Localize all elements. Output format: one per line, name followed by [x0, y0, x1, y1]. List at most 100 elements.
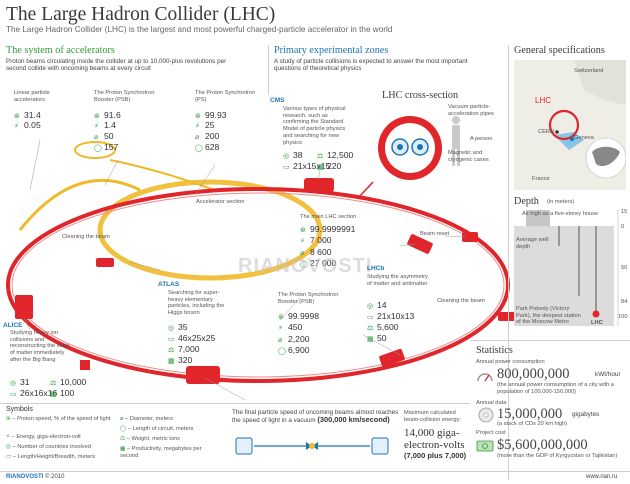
linear-speed: ⊛31.4 — [14, 110, 41, 120]
energy-icon: ⚡ — [195, 123, 200, 130]
atlas-productivity: ▦320 — [168, 355, 193, 365]
accelerators-intro: Proton beams circulating inside the coll… — [6, 58, 227, 73]
map-cern: CERN — [538, 129, 555, 135]
beam-reset-label: Beam reset — [420, 231, 450, 237]
page-subtitle: The Large Hadron Collider (LHC) is the l… — [6, 25, 393, 34]
circuit-icon: ◯ — [278, 348, 286, 355]
productivity-icon: ▦ — [367, 336, 374, 343]
diameter-icon: ⌀ — [120, 416, 124, 422]
depth-tick-3: 84 — [621, 299, 628, 305]
atlas-weight: ⚖7,000 — [168, 344, 200, 354]
alice-label: ALICE — [3, 322, 23, 329]
speed-box-text: The final particle speed of oncoming bea… — [232, 409, 399, 425]
countries-icon: ◎ — [10, 380, 17, 387]
symbol-circuit: ◯ – Length of circuit, meters — [120, 426, 194, 432]
alice-productivity: ▦100 — [50, 388, 75, 398]
depth-tick-1: 0 — [621, 224, 625, 230]
depth-tick-0: 15 — [621, 209, 628, 215]
depth-park: Park Pobedy (Victory Park), the deepest … — [516, 306, 581, 326]
cost-note: (more than the GDP of Kyrgyzstan or Taji… — [497, 453, 618, 459]
psb-ring — [74, 141, 116, 159]
cleaning-beam-right-label: Cleaning the beam — [437, 298, 485, 304]
data-label: Annual data — [476, 400, 507, 406]
ps-diameter: ⌀200 — [195, 131, 220, 141]
beam-collision-diagram — [235, 437, 389, 455]
linear-energy: ⚡0.05 — [14, 120, 41, 130]
main-lhc-ring-inner — [11, 192, 505, 378]
depth-heading: Depth — [514, 196, 539, 207]
lhcb-size: ▭21x10x13 — [367, 311, 415, 321]
accelerator-section-label: Accelerator section — [196, 199, 245, 205]
transfer-line — [18, 178, 141, 231]
alice-detector — [15, 295, 33, 319]
circuit-icon: ◯ — [300, 261, 308, 268]
main-ring-name: The main LHC section — [300, 214, 357, 220]
power-label: Annual power consumption — [476, 359, 545, 365]
lhcb-description: Studying the asymmetry of matter and ant… — [367, 274, 429, 287]
countries-icon: ◎ — [168, 325, 175, 332]
energy-box-value: 14,000 giga-electron-volts — [404, 427, 465, 451]
cms-description: Various types of physical research, such… — [283, 106, 346, 146]
booster-name: The Proton Synchrotron Booster (PSB) — [94, 90, 155, 103]
energy-icon: ⚡ — [278, 325, 283, 332]
booster-speed: ⊛91.6 — [94, 110, 121, 120]
circuit-icon: ◯ — [94, 145, 102, 152]
alice-weight: ⚖10,000 — [50, 377, 87, 387]
energy-icon: ⚡ — [94, 123, 99, 130]
diameter-icon: ⌀ — [300, 250, 305, 257]
location-map — [514, 60, 626, 190]
symbol-diameter: ⌀ – Diameter, meters — [120, 416, 174, 422]
zones-intro: A study of particle collisions is expect… — [274, 58, 468, 73]
atlas-size: ▭46x25x25 — [168, 333, 216, 343]
weight-icon: ⚖ — [50, 380, 57, 387]
size-icon: ▭ — [6, 454, 12, 460]
weight-icon: ⚖ — [120, 436, 126, 442]
weight-icon: ⚖ — [367, 325, 374, 332]
atlas-description: Searching for super-heavy elementary par… — [168, 290, 225, 317]
footer-brand: RIANOVOSTI © 2010 — [6, 474, 65, 480]
booster-energy: ⚡1.4 — [94, 120, 116, 130]
ps-energy: ⚡25 — [195, 120, 215, 130]
main-ring-diameter: ⌀8 600 — [300, 247, 332, 257]
symbol-countries: ◎ – Number of countries involved — [6, 444, 91, 450]
circuit-icon: ◯ — [120, 426, 127, 432]
alice-description: Studying heavy ion collisions and recons… — [10, 330, 70, 363]
atlas-detector — [186, 366, 220, 384]
weight-icon: ⚖ — [168, 347, 175, 354]
symbol-size: ▭ – Length/Height/Breadth, meters — [6, 454, 96, 460]
speed-icon: ⊛ — [6, 416, 11, 422]
depth-tick-2: 50 — [621, 265, 628, 271]
main-lhc-ring — [6, 187, 510, 383]
alice-size: ▭26x16x16 — [10, 388, 58, 398]
stats-divider — [470, 340, 630, 341]
power-value: 800,000,000 — [497, 366, 570, 382]
lhcb-productivity: ▦50 — [367, 333, 387, 343]
symbols-divider — [0, 403, 470, 404]
power-note: (the annual power consumption of a city … — [497, 382, 614, 395]
geneva-dot — [569, 136, 575, 142]
ps-ring — [97, 179, 323, 281]
depth-tick-4: 100 — [618, 314, 628, 320]
symbol-energy: ⚡ – Energy, giga-electron-volt — [6, 434, 81, 440]
countries-icon: ◎ — [283, 153, 290, 160]
stats-heading: Statistics — [476, 345, 513, 356]
power-meter-icon — [477, 373, 493, 382]
cms-size: ▭21x15x15 — [283, 161, 331, 171]
map-geneva: Geneva — [574, 135, 594, 141]
cms-label: CMS — [270, 97, 285, 104]
alice-countries: ◎31 — [10, 377, 30, 387]
circuit-icon: ◯ — [195, 145, 203, 152]
speed-icon: ⊛ — [195, 113, 201, 120]
ps-bottom-length: ◯6,900 — [278, 345, 310, 355]
map-france: France — [532, 176, 550, 182]
symbols-heading: Symbols — [6, 406, 33, 413]
cleaning-beam-left-label: Cleaning the beam — [62, 234, 110, 240]
cross-section-person: A person — [470, 136, 493, 142]
ps-speed: ⊛99.93 — [195, 110, 227, 120]
cms-countries: ◎38 — [283, 150, 303, 160]
transfer-line-2 — [109, 159, 216, 191]
watermark: RIANOVOSTI — [238, 255, 373, 277]
lhcb-weight: ⚖5,600 — [367, 322, 399, 332]
symbol-speed: ⊛ – Proton speed, % of the speed of ligh… — [6, 416, 111, 422]
lhcb-countries: ◎14 — [367, 300, 387, 310]
